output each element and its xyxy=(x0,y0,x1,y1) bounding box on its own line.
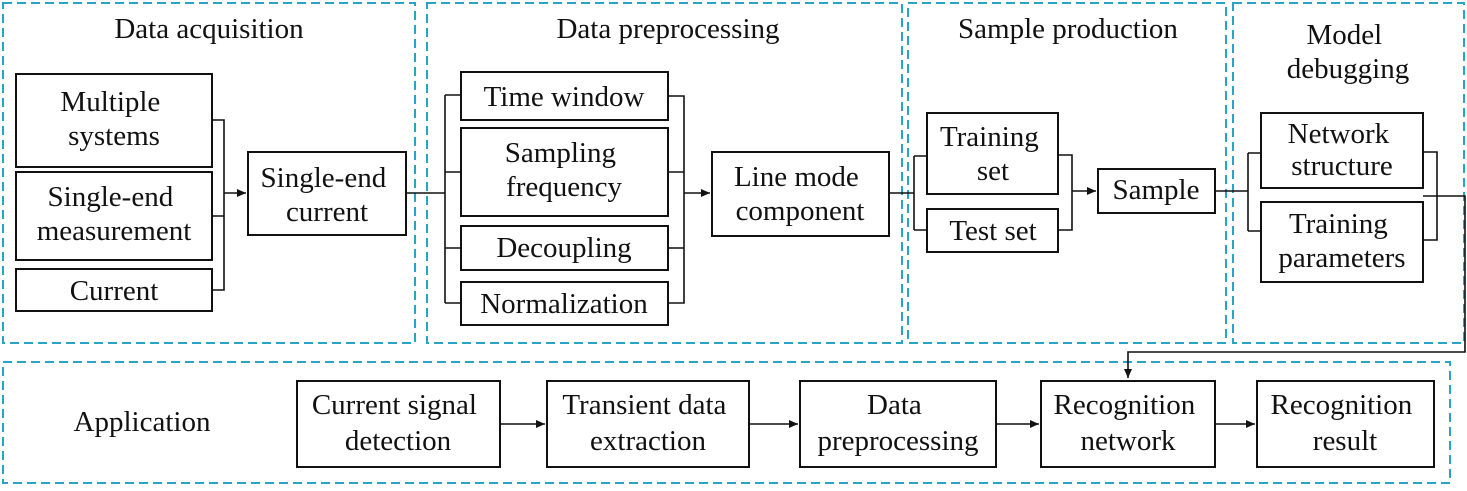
multiple-systems-line2: systems xyxy=(68,120,160,152)
app-data-preprocessing-line1: Data xyxy=(867,389,922,421)
box-line-mode-component xyxy=(711,151,890,237)
box-current-signal-detection xyxy=(296,380,501,468)
training-parameters-line1: Training xyxy=(1289,208,1388,240)
panel-title-data-acquisition: Data acquisition xyxy=(114,13,304,45)
preprocessing-left-bracket xyxy=(444,94,460,304)
recognition-result-line2: result xyxy=(1313,425,1377,457)
panel-title-data-preprocessing: Data preprocessing xyxy=(556,13,779,45)
panel-title-model-debugging-line2: debugging xyxy=(1287,53,1409,85)
box-recognition-result-text: Recognition result xyxy=(1270,389,1419,457)
box-training-parameters-text: Training parameters xyxy=(1278,208,1405,274)
box-transient-data-extraction xyxy=(546,380,750,468)
sample-production-bracket xyxy=(1058,154,1096,231)
panel-title-model-debugging: Model debugging xyxy=(1287,19,1409,85)
box-recognition-result xyxy=(1256,380,1435,468)
box-time-window xyxy=(460,71,669,121)
recognition-result-line1: Recognition xyxy=(1270,389,1412,421)
sampling-frequency-line2: frequency xyxy=(506,171,622,203)
transient-data-extraction-line2: extraction xyxy=(590,425,706,457)
app-data-preprocessing-line2: preprocessing xyxy=(817,425,978,457)
box-time-window-text: Time window xyxy=(484,81,645,113)
box-multiple-systems-text: Multiple systems xyxy=(60,86,167,152)
box-app-data-preprocessing xyxy=(799,380,997,468)
box-recognition-network-text: Recognition network xyxy=(1053,389,1202,457)
transient-data-extraction-line1: Transient data xyxy=(562,389,726,421)
network-structure-line1: Network xyxy=(1288,118,1390,150)
sampling-frequency-line1: Sampling xyxy=(505,137,616,169)
box-decoupling-text: Decoupling xyxy=(496,232,631,264)
box-single-end-measurement-text: Single-end measurement xyxy=(37,181,192,247)
panel-model-debugging xyxy=(1232,2,1465,344)
acquisition-bracket xyxy=(212,119,246,291)
single-end-measurement-line2: measurement xyxy=(37,215,192,247)
box-single-end-current-text: Single-end current xyxy=(261,162,394,228)
multiple-systems-line1: Multiple xyxy=(60,86,160,118)
box-network-structure-text: Network structure xyxy=(1288,118,1397,182)
panel-title-model-debugging-line1: Model xyxy=(1307,19,1383,51)
single-end-current-line2: current xyxy=(286,196,368,228)
model-to-application-connector xyxy=(1128,151,1466,378)
box-current-signal-detection-text: Current signal detection xyxy=(312,389,484,457)
box-app-data-preprocessing-text: Data preprocessing xyxy=(817,389,978,457)
panel-title-application: Application xyxy=(74,406,211,438)
training-set-line1: Training xyxy=(940,121,1039,153)
current-signal-detection-line2: detection xyxy=(345,425,452,457)
panel-sample-production xyxy=(907,2,1227,344)
training-set-line2: set xyxy=(977,155,1009,187)
box-normalization-text: Normalization xyxy=(480,288,648,320)
box-single-end-measurement xyxy=(15,171,213,261)
box-network-structure xyxy=(1260,112,1424,189)
box-sample-text: Sample xyxy=(1113,174,1200,206)
box-training-set-text: Training set xyxy=(940,121,1046,187)
arrow-to-model-debugging xyxy=(1215,152,1260,232)
arrow-to-sample-production xyxy=(889,155,926,231)
panel-data-acquisition xyxy=(2,2,416,344)
box-line-mode-component-text: Line mode component xyxy=(734,161,866,227)
box-multiple-systems xyxy=(15,73,213,168)
panel-data-preprocessing xyxy=(426,2,903,344)
box-test-set xyxy=(926,208,1059,253)
box-training-parameters xyxy=(1260,201,1424,283)
box-current-text: Current xyxy=(70,275,159,307)
box-decoupling xyxy=(460,225,669,271)
preprocessing-right-bracket xyxy=(668,95,710,304)
current-signal-detection-line1: Current signal xyxy=(312,389,477,421)
box-training-set xyxy=(926,112,1059,195)
single-end-measurement-line1: Single-end xyxy=(48,181,174,213)
box-sampling-frequency-text: Sampling frequency xyxy=(505,137,623,203)
network-structure-line2: structure xyxy=(1291,150,1392,182)
box-current xyxy=(15,268,213,312)
box-normalization xyxy=(460,281,669,326)
box-transient-data-extraction-text: Transient data extraction xyxy=(562,389,733,457)
line-mode-component-line1: Line mode xyxy=(734,161,859,193)
recognition-network-line2: network xyxy=(1080,425,1176,457)
box-test-set-text: Test set xyxy=(949,215,1036,247)
single-end-current-line1: Single-end xyxy=(261,162,387,194)
recognition-network-line1: Recognition xyxy=(1053,389,1195,421)
box-sampling-frequency xyxy=(460,127,669,217)
training-parameters-line2: parameters xyxy=(1278,242,1405,274)
panel-title-sample-production: Sample production xyxy=(958,13,1178,45)
line-mode-component-line2: component xyxy=(736,195,865,227)
